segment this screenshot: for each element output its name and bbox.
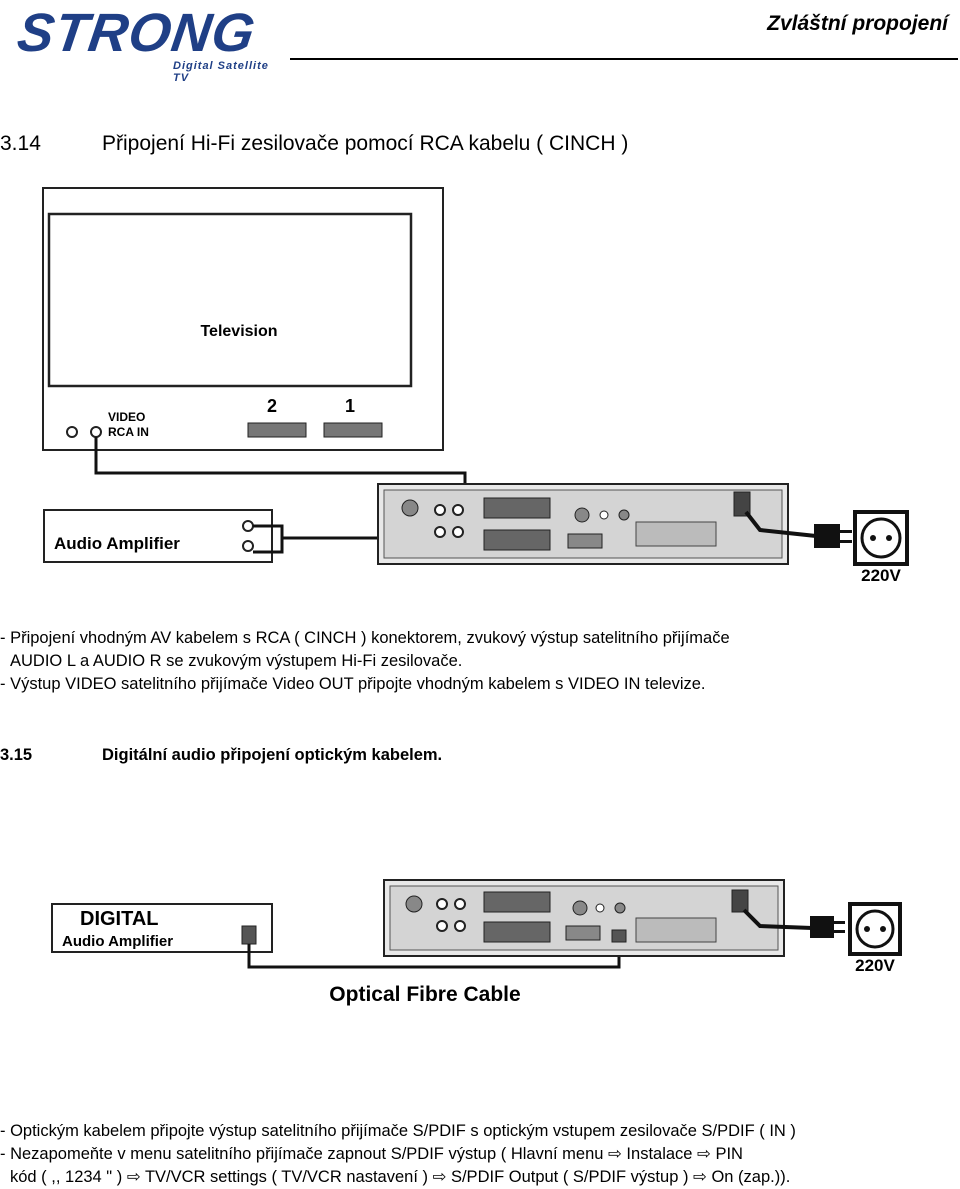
section-315-number: 3.15 (0, 746, 33, 764)
power-voltage-label: 220V (855, 956, 895, 975)
section-314-line-2: AUDIO L a AUDIO R se zvukovým výstupem H… (10, 652, 463, 670)
digital-amplifier-illustration: DIGITAL Audio Amplifier (51, 903, 273, 953)
tv-jack-icon (90, 426, 102, 438)
section-314-title: Připojení Hi-Fi zesilovače pomocí RCA ka… (102, 132, 629, 155)
section-315-line-3: kód ( ,, 1234 " ) ⇨ TV/VCR settings ( TV… (10, 1168, 791, 1186)
digital-amp-label-2: Audio Amplifier (62, 933, 173, 950)
scart-connector-icon (323, 422, 383, 438)
logo-tagline: Digital Satellite TV (173, 60, 269, 84)
amp-jack-icon (242, 540, 254, 552)
television-illustration: Television VIDEO RCA IN 2 1 (42, 187, 444, 451)
rca-connection-diagram: Television VIDEO RCA IN 2 1 Audio Amplif… (42, 187, 909, 585)
section-315-line-1: - Optickým kabelem připojte výstup satel… (0, 1122, 796, 1140)
power-socket-icon (848, 902, 902, 956)
tv-jack-icon (66, 426, 78, 438)
tv-video-label: VIDEO (108, 410, 145, 424)
power-plug-icon (810, 916, 834, 938)
section-315-title: Digitální audio připojení optickým kabel… (102, 746, 443, 764)
digital-amp-label-1: DIGITAL (80, 908, 159, 930)
optical-input-icon (241, 925, 257, 945)
optical-cable-label: Optical Fibre Cable (329, 983, 520, 1006)
satellite-receiver-illustration (383, 879, 785, 957)
logo-wordmark: STRONG (13, 3, 260, 63)
satellite-receiver-illustration (377, 483, 789, 565)
scart-connector-icon (247, 422, 307, 438)
tv-rca-in-label: RCA IN (108, 425, 149, 439)
section-314-number: 3.14 (0, 132, 41, 155)
power-socket-icon (853, 510, 909, 566)
section-314-line-1: - Připojení vhodným AV kabelem s RCA ( C… (0, 629, 730, 647)
amp-label: Audio Amplifier (54, 534, 180, 553)
scart-2-label: 2 (267, 396, 277, 416)
section-315-line-2: - Nezapomeňte v menu satelitního přijíma… (0, 1145, 743, 1163)
audio-amplifier-illustration: Audio Amplifier (43, 509, 273, 563)
power-voltage-label: 220V (861, 566, 901, 585)
optical-connection-diagram: DIGITAL Audio Amplifier Optical Fibre Ca… (51, 879, 902, 1006)
scart-1-label: 1 (345, 396, 355, 416)
header-divider (290, 58, 958, 60)
tv-label: Television (200, 323, 277, 340)
section-314-line-3: - Výstup VIDEO satelitního přijímače Vid… (0, 675, 706, 693)
power-cable (742, 908, 813, 930)
page-header-title: Zvláštní propojení (767, 12, 948, 35)
strong-logo: STRONG Digital Satellite TV (14, 3, 288, 84)
power-plug-icon (814, 524, 840, 548)
power-cable (744, 510, 817, 538)
